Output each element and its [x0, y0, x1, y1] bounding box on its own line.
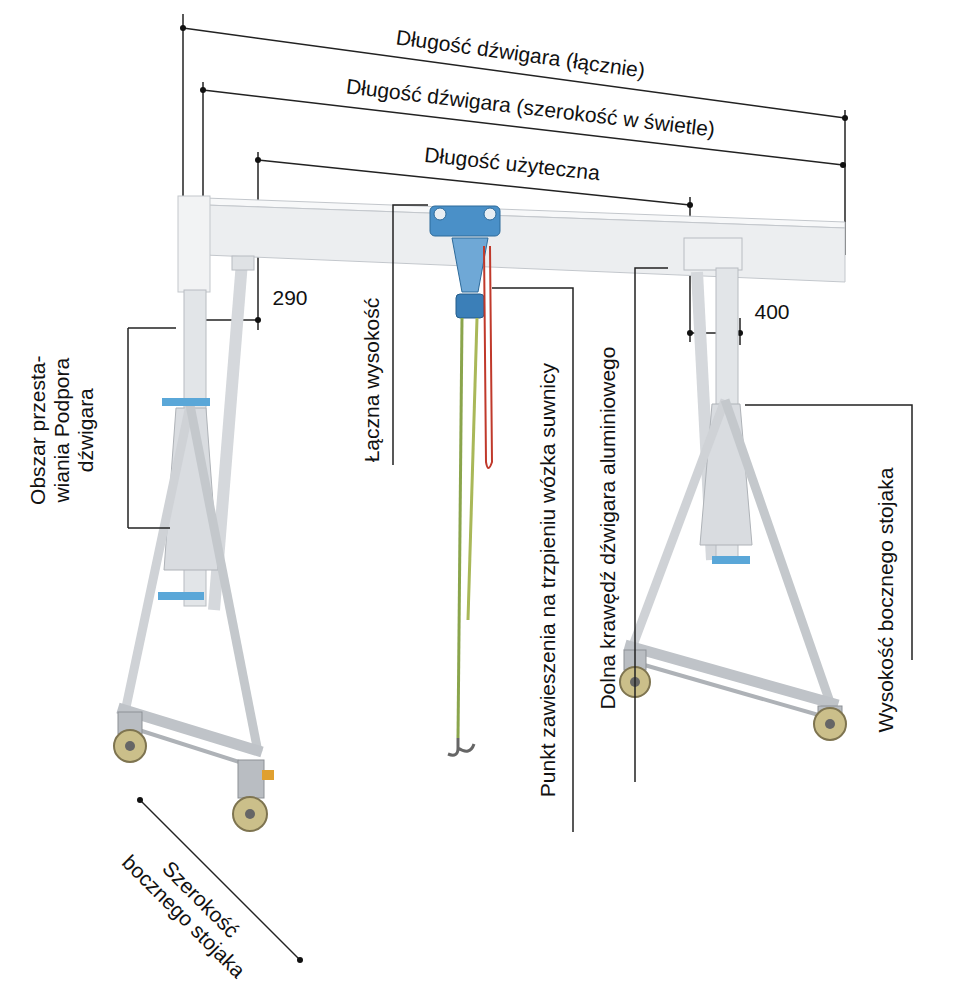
load-chain [458, 318, 462, 738]
trolley [430, 206, 500, 236]
extension-line [202, 82, 204, 198]
dimension-line [203, 319, 258, 321]
brace-bracket [232, 256, 254, 270]
dimension-dot [840, 162, 846, 168]
trolley-wheel [484, 208, 496, 220]
leader-line [393, 205, 428, 465]
dimension-dot [255, 317, 261, 323]
hand-chain [484, 246, 492, 468]
beam-clamp [684, 238, 742, 270]
caster-bracket [238, 760, 264, 798]
hoist-body [452, 238, 488, 292]
dimension-dot [200, 87, 206, 93]
dimension-label: Szerokość bocznego stojaka [115, 831, 269, 985]
dimension-label: Obszar przesta- wiania Podpora dźwigara [26, 335, 98, 525]
clamp [162, 398, 210, 406]
leader-line [127, 328, 129, 528]
wheel [233, 797, 267, 831]
wheel-hub [245, 809, 255, 819]
dimension-dot [137, 797, 143, 803]
hoist-block [456, 294, 484, 318]
wheel [814, 708, 846, 740]
dimension-label: Łączna wysokość [360, 298, 384, 463]
leader-line [128, 327, 176, 329]
brake [262, 770, 274, 780]
stand-leg [632, 400, 725, 648]
dimension-dot [180, 25, 186, 31]
wheel [114, 730, 146, 762]
clamp [712, 556, 750, 564]
dimension-label: Punkt zawieszenia na trzpieniu wózka suw… [536, 363, 560, 797]
wheel-hub [825, 719, 835, 729]
leader-lines [128, 205, 912, 960]
dimension-label: 290 [273, 286, 308, 310]
clamp [158, 592, 204, 600]
dimension-dot [255, 157, 261, 163]
stand-base [627, 660, 836, 720]
leader-line [128, 527, 170, 529]
dimension-label: Długość użyteczna [423, 143, 601, 185]
dimension-dot [842, 115, 848, 121]
stand-leg [190, 405, 258, 752]
beam-end-plate [178, 196, 210, 292]
leader-line [492, 288, 573, 832]
dimension-label: Dolna krawędź dźwigara aluminiowego [596, 347, 620, 710]
wheel-hub [125, 741, 135, 751]
load-chain [468, 318, 477, 620]
hook [448, 738, 474, 755]
dimension-lines [183, 14, 845, 345]
stand-base [625, 645, 838, 705]
stand-leg [725, 400, 832, 708]
stand-plate [700, 404, 752, 545]
stand-leg [125, 405, 190, 712]
leader-line [635, 268, 668, 782]
trolley-wheel [434, 208, 446, 220]
dimension-dot [687, 330, 693, 336]
dimension-dot [297, 957, 303, 963]
dimension-label: Długość dźwigara (szerokość w świetle) [344, 74, 715, 141]
dimension-label: Długość dźwigara (łącznie) [394, 25, 646, 83]
aluminium-beam [205, 205, 845, 282]
dimension-dot [687, 202, 693, 208]
dimension-label: 400 [755, 300, 790, 324]
dimension-dots [180, 25, 848, 336]
extension-line [182, 14, 184, 198]
dimension-label: Wysokość bocznego stojaka [874, 468, 898, 733]
